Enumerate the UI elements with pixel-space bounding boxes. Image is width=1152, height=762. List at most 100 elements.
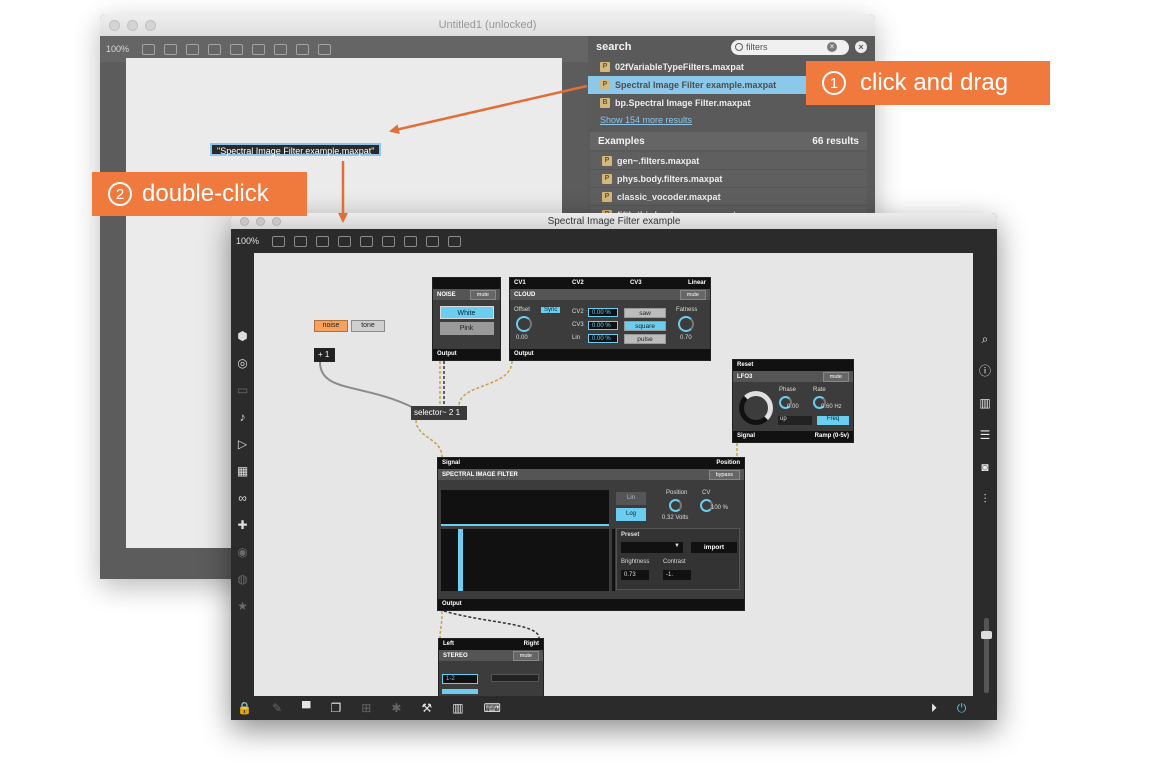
history-icon[interactable]: ◍ [237,572,248,586]
close-window-button[interactable] [240,216,249,226]
mute-button[interactable]: mute [679,289,706,300]
gain-slider[interactable] [491,674,539,682]
record-icon[interactable]: ◉ [237,545,248,559]
fatness-dial[interactable] [678,316,694,332]
lfo-main-dial[interactable] [739,391,773,425]
play-icon[interactable]: ⏵ [930,700,937,715]
package-icon[interactable]: ⬢ [237,329,248,343]
search-result-item[interactable]: B bp.Spectral Image Filter.maxpat [588,94,875,112]
message-box-object[interactable]: "Spectral Image Filter.example.maxpat" [210,143,382,156]
link-icon[interactable]: ∞ [238,491,247,505]
phase-dial[interactable] [779,396,792,409]
windows-icon[interactable]: ❐ [330,701,342,715]
square-wave-button[interactable]: square [624,321,666,331]
slider-icon[interactable] [274,43,288,55]
button-icon[interactable] [338,235,352,247]
preset-menu[interactable]: ▼ [621,542,683,553]
channel-number[interactable]: 1-2 [442,674,478,684]
media-icon[interactable]: ▷ [237,437,248,451]
presentation-icon[interactable]: ▀ [302,701,311,715]
clear-search-icon[interactable]: × [827,42,837,52]
bypass-button[interactable]: bypass [708,469,740,480]
new-object-icon[interactable] [142,43,156,55]
lock-icon[interactable]: 🔒 [237,701,252,715]
add-icon[interactable] [318,43,332,55]
info-icon[interactable]: ⓘ [978,364,991,378]
noise-message-button[interactable]: noise [314,320,348,332]
tone-message-button[interactable]: tone [351,320,385,332]
music-note-icon[interactable]: ♪ [239,410,246,424]
mute-button[interactable]: mute [469,289,496,300]
minimize-window-button[interactable] [127,19,138,31]
number-icon[interactable] [382,235,396,247]
target-icon[interactable]: ◎ [237,356,248,370]
snapshot-camera-icon[interactable]: ◙ [981,460,989,474]
pulse-wave-button[interactable]: pulse [624,334,666,344]
search-icon[interactable]: ⌕ [981,332,989,346]
pink-noise-button[interactable]: Pink [439,322,494,335]
minimize-window-button[interactable] [256,216,265,226]
patcher-icon[interactable]: ▭ [236,383,249,397]
zoom-level[interactable]: 100% [236,236,260,246]
close-search-icon[interactable]: × [855,41,867,53]
comment-icon[interactable] [186,43,200,55]
contrast-number[interactable]: -1. [663,570,691,580]
edit-icon[interactable]: ✎ [271,701,283,715]
qwerty-icon[interactable]: ⌨ [483,701,501,715]
patcher-canvas[interactable]: noise tone + 1 selector~ 2 1 NOISE mute … [254,253,973,696]
lin-amount-number[interactable]: 0.00 % [588,334,618,343]
zoom-window-button[interactable] [272,216,281,226]
search-result-item[interactable]: P 02fVariableTypeFilters.maxpat [588,58,875,76]
favorites-icon[interactable]: ★ [237,599,248,613]
rate-dial[interactable] [813,396,826,409]
volume-slider-handle[interactable] [981,631,992,639]
grid-icon[interactable] [360,235,374,247]
mute-button[interactable]: mute [822,371,849,382]
waveform-menu[interactable]: up [778,416,812,425]
selector-object[interactable]: selector~ 2 1 [411,406,467,420]
image-icon[interactable]: ▦ [236,464,249,478]
keyboard-icon[interactable]: ▥ [452,701,464,715]
position-dial[interactable] [669,499,682,512]
zoom-window-button[interactable] [145,19,156,31]
import-button[interactable]: import [691,542,737,553]
saw-wave-button[interactable]: saw [624,308,666,318]
examples-header[interactable]: Examples 66 results [590,132,867,150]
number-icon[interactable] [252,43,266,55]
audio-volume-slider[interactable] [984,618,989,693]
add-icon[interactable] [448,235,462,247]
search-result-item-selected[interactable]: P Spectral Image Filter example.maxpat [588,76,875,94]
cv2-amount-number[interactable]: 0.00 % [588,308,618,317]
audio-power-icon[interactable]: ⏻ [956,700,967,715]
cv-dial[interactable] [700,499,713,512]
new-object-icon[interactable] [272,235,286,247]
message-icon[interactable] [294,235,308,247]
offset-dial[interactable] [516,316,532,332]
white-noise-button[interactable]: White [439,306,494,319]
search-input[interactable] [746,40,824,54]
zoom-level[interactable]: 100% [106,44,130,54]
lin-scale-button[interactable]: Lin [616,492,646,505]
wrench-icon[interactable]: ⚒ [421,701,433,715]
image-display[interactable] [441,529,609,591]
slider-icon[interactable] [404,235,418,247]
button-icon[interactable] [208,43,222,55]
show-more-link[interactable]: Show 154 more results [600,115,693,125]
mixer-icon[interactable]: ⫶ [983,492,987,506]
search-field[interactable]: × [731,39,849,55]
plus-one-object[interactable]: + 1 [314,348,335,362]
freq-toggle[interactable]: Freq [817,416,849,425]
reference-book-icon[interactable]: ▥ [979,396,991,410]
dial-icon[interactable] [426,235,440,247]
log-scale-button[interactable]: Log [616,508,646,521]
example-item[interactable]: P classic_vocoder.maxpat [590,188,867,206]
example-item[interactable]: P gen~.filters.maxpat [590,152,867,170]
comment-icon[interactable] [316,235,330,247]
message-icon[interactable] [164,43,178,55]
debug-icon[interactable]: ✱ [391,701,402,715]
sync-toggle[interactable]: Sync [541,307,561,313]
plugin-icon[interactable]: ✚ [237,518,248,532]
cv3-amount-number[interactable]: 0.00 % [588,321,618,330]
grid-toggle-icon[interactable]: ⊞ [361,701,372,715]
grid-icon[interactable] [230,43,244,55]
